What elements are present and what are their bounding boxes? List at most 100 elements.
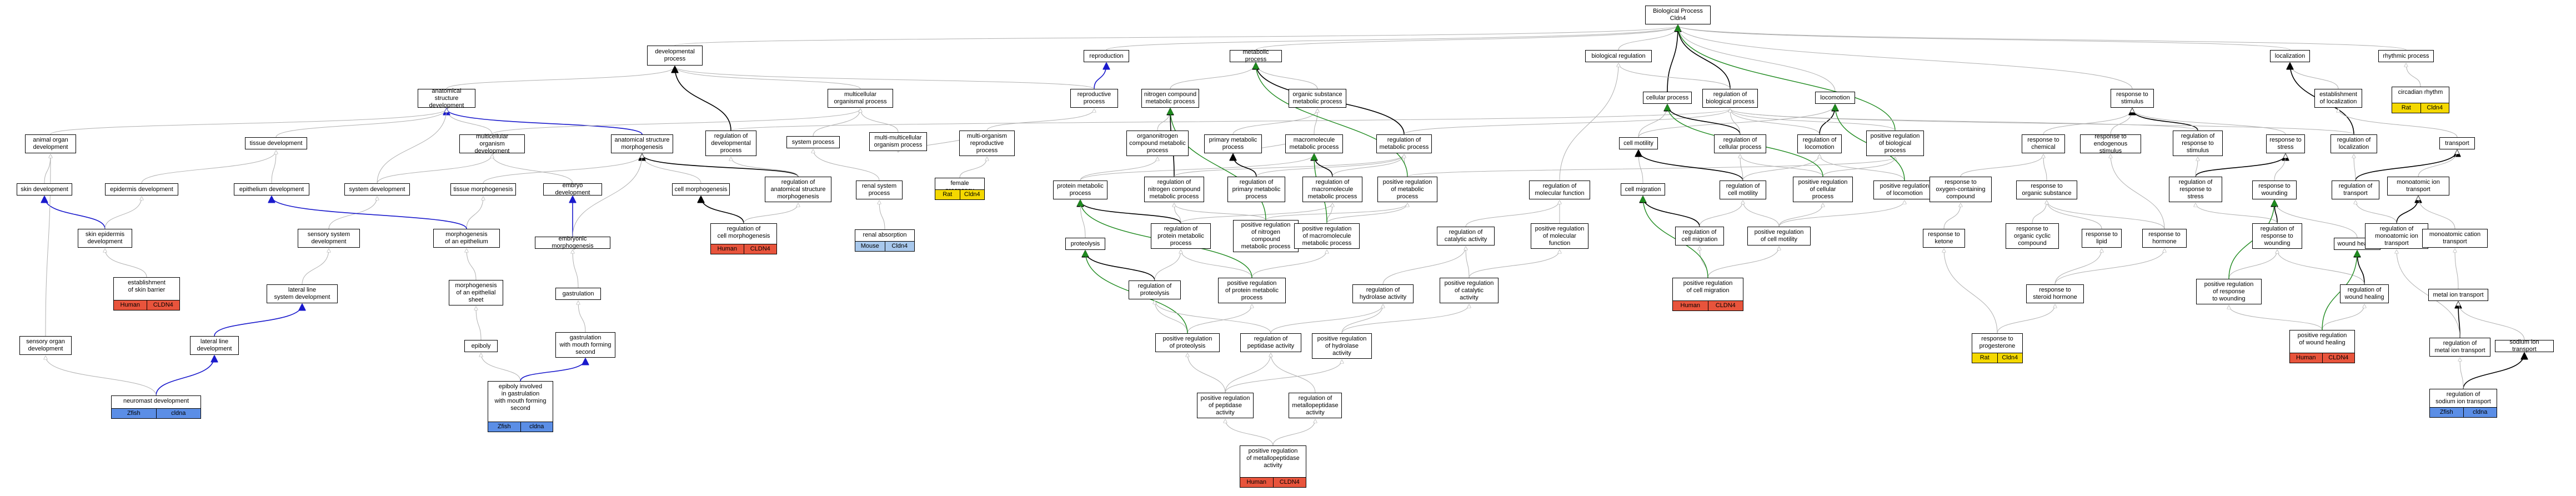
edge-anat-dev-to-dev-proc <box>446 67 675 89</box>
edge-pos-reg-peptidase-to-reg-peptidase <box>1225 353 1271 393</box>
go-term-bp: Biological Process Cldn4 <box>1645 6 1711 24</box>
term-label: response to stimulus <box>2116 91 2148 105</box>
term-label: positive regulation of proteolysis <box>1162 335 1212 349</box>
edge-pos-reg-peptidase-to-pos-reg-proteolysis <box>1187 353 1226 393</box>
term-label: metal ion transport <box>2433 291 2484 298</box>
edge-reg-cell-motility-to-reg-locomotion <box>1742 154 1820 181</box>
edge-pos-reg-metallopep-to-reg-metallopeptidase <box>1272 419 1315 446</box>
term-label: positive regulation of peptidase activit… <box>1200 394 1250 416</box>
edge-reg-cell-morph-to-cell-morph <box>701 197 744 224</box>
edge-repro-proc-to-dev-proc <box>675 67 1095 89</box>
term-label: regulation of locomotion <box>1802 137 1837 151</box>
edge-reg-resp-stress-to-reg-resp-stim <box>2195 157 2198 177</box>
gene-tag: Cldn4 <box>2420 103 2449 113</box>
edge-female-preg-to-multi-org-repro <box>959 157 987 178</box>
go-term-reg-met: regulation of metabolic process <box>1376 134 1432 153</box>
go-term-cellular-proc: cellular process <box>1643 92 1692 104</box>
edge-resp-stress-to-resp-stim <box>2132 109 2286 135</box>
edge-pos-reg-cell-proc-to-reg-cell-proc <box>1740 154 1823 177</box>
edge-renal-sys-to-system-proc <box>813 149 880 181</box>
edge-pos-reg-met-to-metabolic <box>1256 63 1408 177</box>
edge-resp-hormone-to-resp-endo <box>2111 154 2165 229</box>
term-label: regulation of cell morphogenesis <box>717 226 770 239</box>
edge-lateral-line-to-lateral-sys <box>214 304 302 337</box>
edge-resp-hormone-to-resp-organic <box>2047 201 2165 229</box>
term-label: positive regulation of catalytic activit… <box>1444 279 1494 301</box>
term-label: skin epidermis development <box>85 231 125 245</box>
term-label: positive regulation of metallopeptidase … <box>1246 448 1300 469</box>
edge-metal-ion-to-monoatomic-cation <box>2455 249 2459 289</box>
species-tag: Mouse <box>855 242 885 251</box>
edge-reproduction-to-bp <box>1106 26 1678 51</box>
go-term-transport: transport <box>2439 137 2475 149</box>
edge-skin-epidermis-to-epidermis <box>104 197 142 229</box>
go-term-monoatomic-cation: monoatomic cation transport <box>2422 229 2488 248</box>
edge-reg-transport-to-reg-localization <box>2354 154 2356 181</box>
go-term-reg-metal-ion: regulation of metal ion transport <box>2429 338 2490 357</box>
go-term-monoatomic-ion: monoatomic ion transport <box>2387 177 2449 196</box>
term-label: positive regulation of molecular functio… <box>1535 225 1585 247</box>
edge-estab-skin-to-skin-epidermis <box>105 249 147 278</box>
species-tag: Rat <box>1972 353 1998 363</box>
go-term-resp-organic: response to organic substance <box>2016 181 2077 199</box>
edge-sensory-sys-to-system-dev <box>328 197 377 229</box>
go-term-reg-metallopeptidase: regulation of metallopeptidase activity <box>1289 393 1342 418</box>
edge-pos-reg-macromol-to-pos-reg-met <box>1326 203 1407 224</box>
term-label: regulation of response to stress <box>2178 178 2213 200</box>
go-term-tissue-morph: tissue morphogenesis <box>450 183 516 196</box>
edge-lateral-sys-to-sensory-sys <box>302 249 329 285</box>
edge-anat-morph-to-anat-dev <box>447 109 643 135</box>
edge-reg-cell-proc-to-cellular-proc <box>1667 105 1741 135</box>
edge-pos-reg-cell-proc-to-pos-reg-bio <box>1822 157 1895 177</box>
go-term-skin-epidermis: skin epidermis development <box>78 229 132 248</box>
edge-reg-mol-func-to-biol-reg <box>1559 63 1618 181</box>
term-label: reproductive process <box>1077 91 1111 105</box>
term-label: anatomical structure development <box>429 87 464 109</box>
edge-resp-organic-to-resp-chem <box>2043 154 2047 181</box>
edge-pos-reg-cat-to-pos-reg-mol-func <box>1469 250 1560 278</box>
edge-locomotion-to-bp <box>1678 26 1836 92</box>
go-term-reg-monoatomic: regulation of monoatomic ion transport <box>2365 223 2428 249</box>
go-term-resp-steroid: response to steroid hormone <box>2026 284 2084 303</box>
edge-transport-to-estab-loc <box>2338 109 2458 138</box>
term-label: sensory system development <box>307 231 350 245</box>
go-term-morph-epith-sheet: morphogenesis of an epithelial sheet <box>449 280 503 305</box>
go-term-sensory-sys: sensory system development <box>298 229 360 248</box>
term-label: neuromast development <box>123 398 189 404</box>
edge-resp-chem-to-resp-stim <box>2043 109 2132 135</box>
go-term-repro-proc: reproductive process <box>1070 89 1118 108</box>
go-term-reg-locomotion: regulation of locomotion <box>1797 134 1842 153</box>
term-label: system process <box>791 138 835 146</box>
term-label: regulation of molecular function <box>1535 183 1585 197</box>
edge-reg-cell-migration-to-reg-cell-motility <box>1699 201 1743 227</box>
edge-reg-transport-to-transport <box>2355 151 2457 181</box>
go-term-reg-prot-met: regulation of protein metabolic process <box>1151 223 1211 249</box>
edge-pos-reg-hydrolase-to-pos-reg-cat <box>1341 304 1469 334</box>
species-tag: Zfish <box>112 409 157 418</box>
go-term-reg-proteolysis: regulation of proteolysis <box>1129 280 1181 299</box>
edge-reg-dev-to-reg-bio <box>730 109 1730 131</box>
edge-reg-macromol-to-reg-met <box>1332 154 1404 177</box>
go-term-reg-cell-migration: regulation of cell migration <box>1675 227 1724 246</box>
go-term-resp-oxygen: response to oxygen-containing compound <box>1930 177 1992 202</box>
term-label: response to lipid <box>2086 231 2118 245</box>
species-tag: Human <box>114 300 147 310</box>
term-label: transport <box>2445 139 2469 147</box>
term-label: regulation of macromolecule metabolic pr… <box>1307 178 1357 200</box>
go-term-epith-dev: epithelium development <box>234 183 309 196</box>
term-label: multicellular organismal process <box>834 91 887 105</box>
go-term-multi-org-repro: multi-organism reproductive process <box>959 131 1015 156</box>
edge-multi-multi-to-multicell-org <box>860 109 899 133</box>
term-label: regulation of peptidase activity <box>1247 335 1295 349</box>
term-label: protein metabolic process <box>1057 183 1104 197</box>
edge-pos-reg-peptidase-to-pos-reg-hydrolase <box>1225 360 1342 393</box>
edge-reg-proteolysis-to-proteolysis <box>1085 251 1155 281</box>
edge-reg-bio-to-biol-reg <box>1618 63 1731 89</box>
